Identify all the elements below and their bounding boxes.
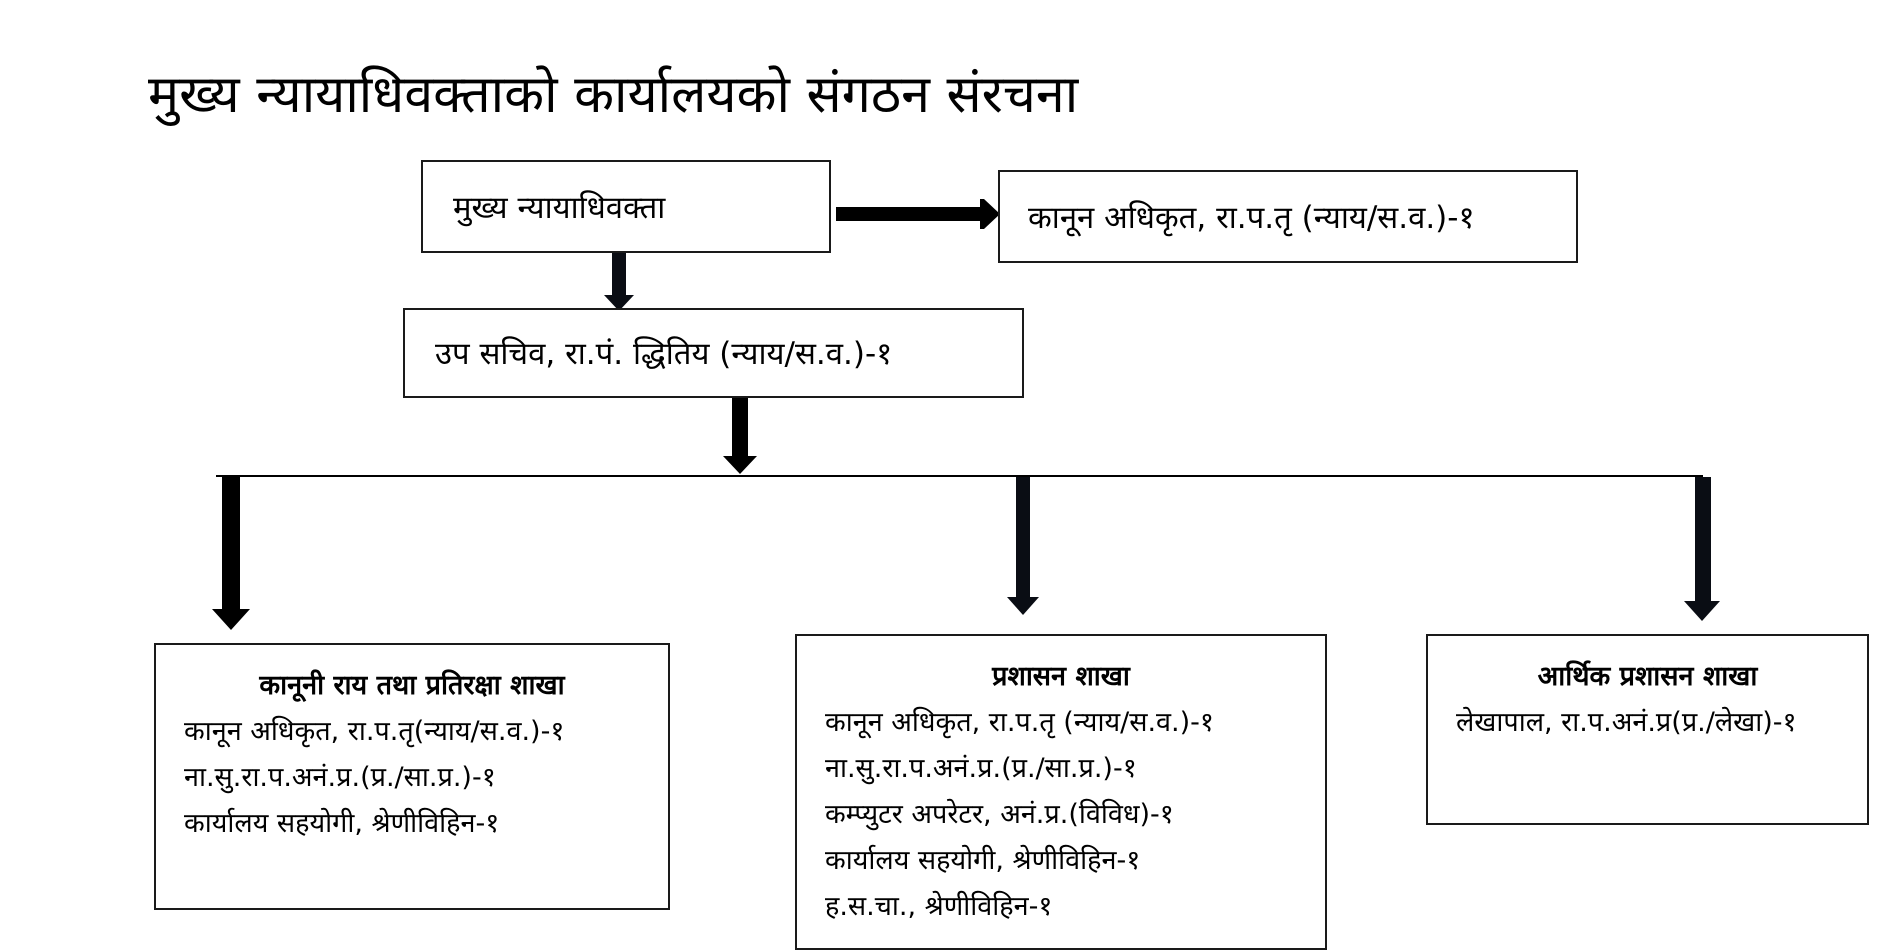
staff-item: लेखापाल, रा.प.अनं.प्र(प्र./लेखा)-१ [1456,707,1797,738]
staff-item: कानून अधिकृत, रा.प.तृ (न्याय/स.व.)-१ [825,707,1214,738]
staff-item: कार्यालय सहयोगी, श्रेणीविहिन-१ [184,808,500,839]
arrow-to-branch-admin [1007,477,1039,615]
chief-box: मुख्य न्यायाधिवक्ता [421,160,831,253]
branch-legal-staff-list: कानून अधिकृत, रा.प.तृ(न्याय/स.व.)-१ ना.स… [156,709,668,847]
arrow-chief-to-deputy [604,251,634,311]
deputy-label: उप सचिव, रा.पं. द्धितिय (न्याय/स.व.)-१ [435,336,893,372]
branch-finance-title: आर्थिक प्रशासन शाखा [1537,661,1758,692]
branch-legal-title: कानूनी राय तथा प्रतिरक्षा शाखा [259,670,565,701]
arrow-to-branch-finance [1684,477,1720,621]
branch-admin-staff-list: कानून अधिकृत, रा.प.तृ (न्याय/स.व.)-१ ना.… [797,700,1325,930]
branch-admin-box: प्रशासन शाखा कानून अधिकृत, रा.प.तृ (न्या… [795,634,1327,950]
staff-item: कार्यालय सहयोगी, श्रेणीविहिन-१ [825,845,1141,876]
deputy-box: उप सचिव, रा.पं. द्धितिय (न्याय/स.व.)-१ [403,308,1024,398]
branch-admin-title: प्रशासन शाखा [992,661,1130,692]
arrow-to-branch-legal [212,477,250,630]
branch-finance-box: आर्थिक प्रशासन शाखा लेखापाल, रा.प.अनं.प्… [1426,634,1869,825]
chief-label: मुख्य न्यायाधिवक्ता [453,189,666,226]
staff-item: कानून अधिकृत, रा.प.तृ(न्याय/स.व.)-१ [184,716,565,747]
staff-item: ह.स.चा., श्रेणीविहिन-१ [825,891,1053,922]
arrow-deputy-to-bus [723,396,757,474]
branch-legal-box: कानूनी राय तथा प्रतिरक्षा शाखा कानून अधि… [154,643,670,910]
side-officer-label: कानून अधिकृत, रा.प.तृ (न्याय/स.व.)-१ [1028,199,1475,236]
chart-title: मुख्य न्यायाधिवक्ताको कार्यालयको संगठन स… [148,65,1079,125]
staff-item: ना.सु.रा.प.अनं.प्र.(प्र./सा.प्र.)-१ [825,753,1137,784]
side-officer-box: कानून अधिकृत, रा.प.तृ (न्याय/स.व.)-१ [998,170,1578,263]
staff-item: कम्प्युटर अपरेटर, अनं.प्र.(विविध)-१ [825,799,1174,830]
staff-item: ना.सु.रा.प.अनं.प्र.(प्र./सा.प्र.)-१ [184,762,496,793]
branch-finance-staff-list: लेखापाल, रा.प.अनं.प्र(प्र./लेखा)-१ [1428,700,1867,746]
arrow-chief-to-officer [836,199,1000,229]
